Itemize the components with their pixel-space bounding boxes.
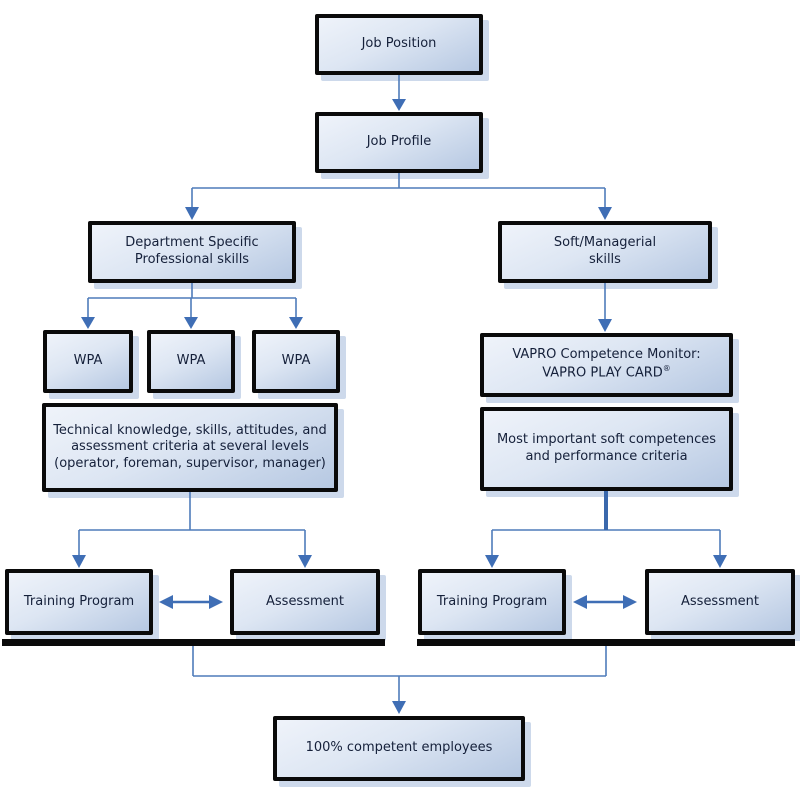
arrowhead-result xyxy=(392,701,406,714)
node-label: Assessment xyxy=(266,593,344,609)
arrowhead-assessment-right xyxy=(713,555,727,568)
node-department-specific-skills: Department Specific Professional skills xyxy=(88,221,296,283)
node-label: WPA xyxy=(73,353,103,369)
node-training-program-right: Training Program xyxy=(418,569,566,635)
double-arrow-left xyxy=(159,595,223,609)
double-arrow-right xyxy=(573,595,637,609)
edge-softcompetences-split xyxy=(491,529,721,555)
node-label: Department Specific Professional skills xyxy=(125,235,259,267)
arrowhead-vapro xyxy=(598,319,612,332)
arrowhead-softskills xyxy=(598,207,612,220)
node-assessment-right: Assessment xyxy=(645,569,795,635)
node-label: Soft/Managerial skills xyxy=(553,235,657,267)
arrowhead-wpa-1 xyxy=(81,317,95,329)
node-soft-managerial-skills: Soft/Managerial skills xyxy=(498,221,712,283)
registered-mark: ® xyxy=(662,364,671,374)
edge-deptskills-wpa-split xyxy=(87,283,297,317)
arrowhead-training-right xyxy=(485,555,499,568)
edge-merge-to-result xyxy=(192,646,607,701)
node-label: WPA xyxy=(281,353,311,369)
node-job-profile: Job Profile xyxy=(315,112,483,173)
edge-jobprofile-split xyxy=(191,173,606,207)
node-label: 100% competent employees xyxy=(305,740,493,756)
node-label: Job Position xyxy=(361,36,437,52)
node-vapro-competence-monitor: VAPRO Competence Monitor: VAPRO PLAY CAR… xyxy=(480,333,733,397)
merge-bar-right xyxy=(417,639,795,646)
node-job-position: Job Position xyxy=(315,14,483,75)
node-label: Training Program xyxy=(23,593,135,609)
arrowhead-assessment-left xyxy=(298,555,312,568)
node-label: Training Program xyxy=(436,593,548,609)
edge-technical-split xyxy=(78,492,306,555)
node-soft-competences: Most important soft competences and perf… xyxy=(480,407,733,491)
vapro-line-2: VAPRO PLAY CARD® xyxy=(542,364,671,381)
node-training-program-left: Training Program xyxy=(5,569,153,635)
arrowhead-training-left xyxy=(72,555,86,568)
node-label: WPA xyxy=(176,353,206,369)
merge-bar-left xyxy=(2,639,385,646)
arrowhead-wpa-2 xyxy=(184,317,198,329)
node-result-100-percent: 100% competent employees xyxy=(273,716,525,781)
node-label: Technical knowledge, skills, attitudes, … xyxy=(53,423,327,471)
node-label: Most important soft competences and perf… xyxy=(496,432,717,464)
node-wpa-2: WPA xyxy=(147,330,235,393)
vapro-line-1: VAPRO Competence Monitor: xyxy=(512,347,701,363)
node-technical-criteria: Technical knowledge, skills, attitudes, … xyxy=(42,403,338,492)
arrowhead-jobprofile xyxy=(392,99,406,111)
arrowhead-wpa-3 xyxy=(289,317,303,329)
node-assessment-left: Assessment xyxy=(230,569,380,635)
node-label: VAPRO Competence Monitor: VAPRO PLAY CAR… xyxy=(512,347,700,382)
node-wpa-3: WPA xyxy=(252,330,340,393)
node-label: Assessment xyxy=(681,593,759,609)
node-wpa-1: WPA xyxy=(43,330,133,393)
arrowhead-deptskills xyxy=(185,207,199,220)
node-label: Job Profile xyxy=(366,134,432,150)
